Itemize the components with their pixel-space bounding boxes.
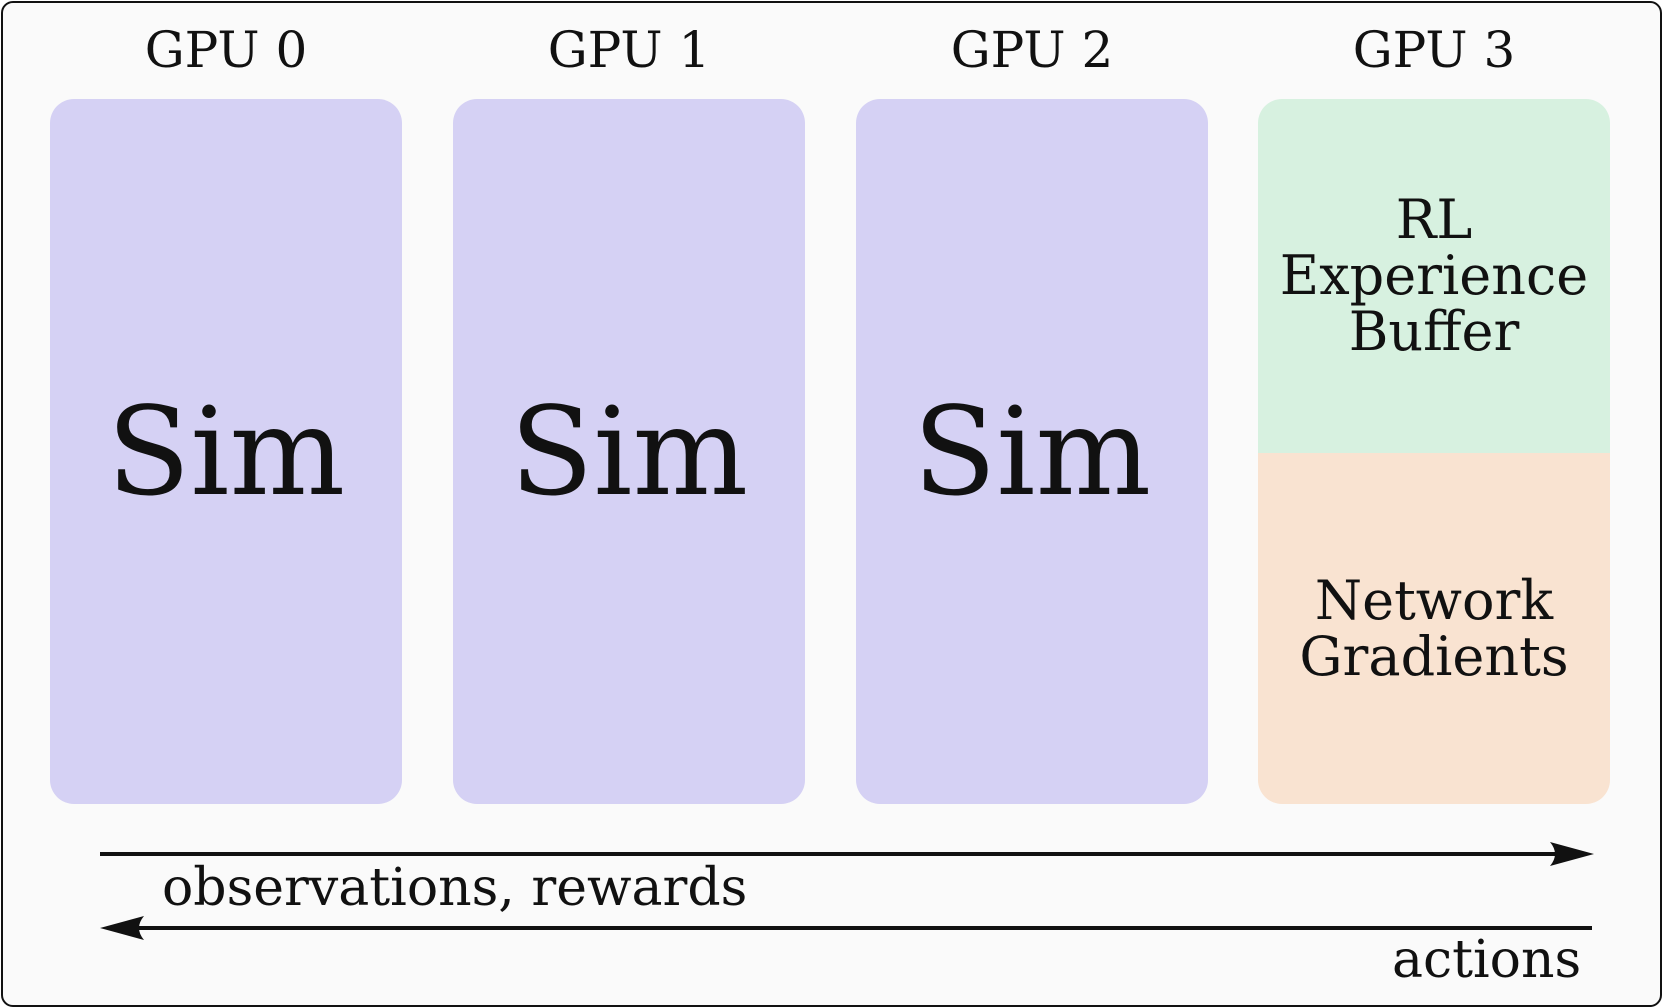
gpu-1-sim-box: Sim — [453, 99, 805, 804]
network-gradients-label: Network Gradients — [1299, 568, 1569, 688]
gpu-3-label: GPU 3 — [1352, 21, 1516, 79]
sim-label: Sim — [509, 380, 749, 523]
gpu-0-label: GPU 0 — [144, 21, 308, 79]
forward-arrow — [100, 842, 1594, 866]
backward-arrow — [100, 916, 1592, 940]
sim-label: Sim — [106, 380, 346, 523]
sim-label: Sim — [912, 380, 1152, 523]
rl-experience-buffer-label: RL Experience Buffer — [1279, 188, 1589, 363]
gpu-1-label: GPU 1 — [547, 21, 711, 79]
gpu-2-sim-box: Sim — [856, 99, 1208, 804]
actions-label: actions — [1392, 930, 1582, 990]
observations-rewards-label: observations, rewards — [162, 858, 748, 918]
gpu-2-label: GPU 2 — [950, 21, 1114, 79]
gpu-0-sim-box: Sim — [50, 99, 402, 804]
network-gradients-box: Network Gradients — [1258, 453, 1610, 804]
rl-experience-buffer-box: RL Experience Buffer — [1258, 99, 1610, 453]
